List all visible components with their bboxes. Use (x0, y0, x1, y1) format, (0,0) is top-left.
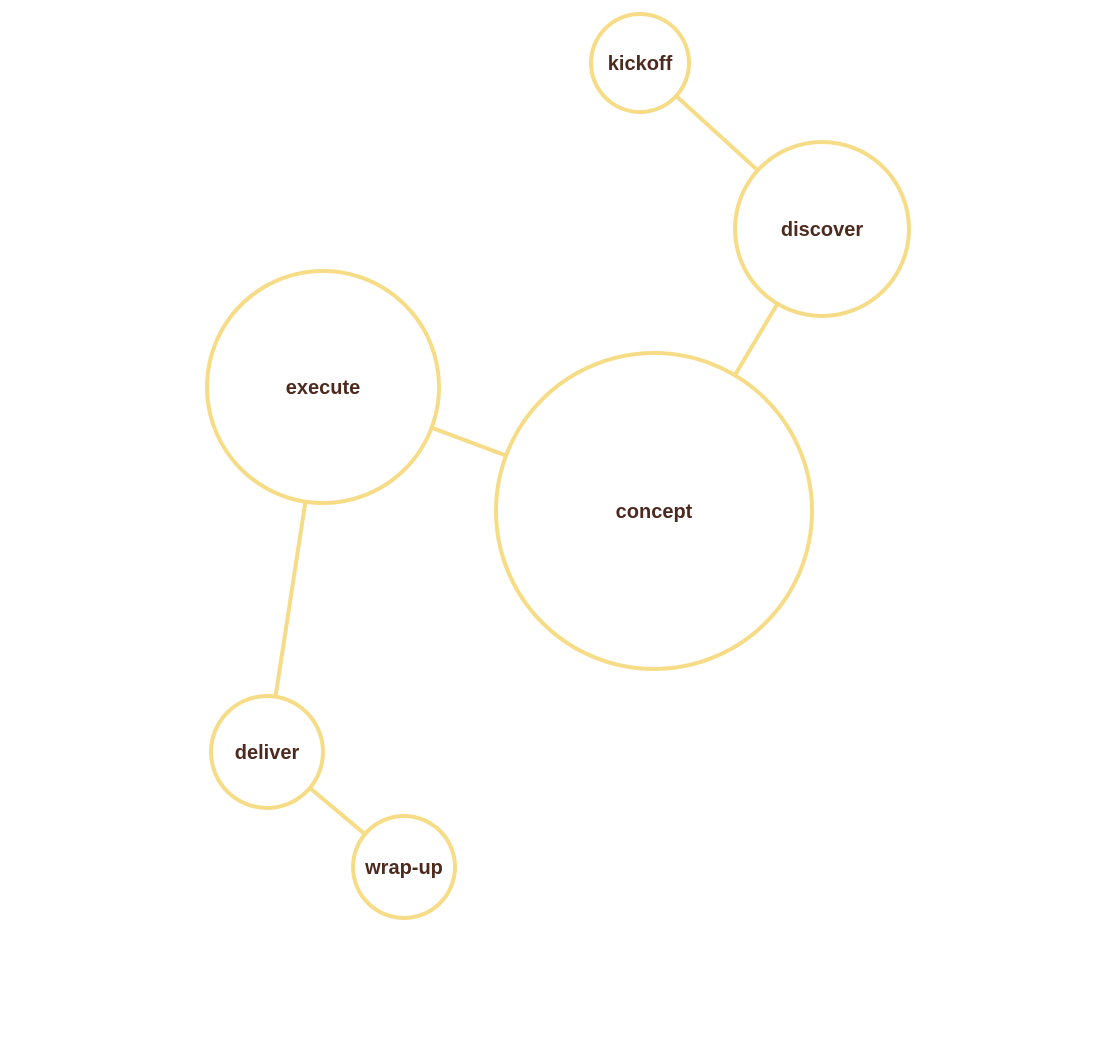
node-circle[interactable] (733, 140, 911, 318)
node-circle[interactable] (209, 694, 325, 810)
node-circle[interactable] (589, 12, 691, 114)
node-label: kickoff (608, 53, 673, 75)
nodes: kickoff discover concept execute deliver wrap… (205, 12, 911, 920)
node-wrap-up[interactable]: wrap-up (351, 814, 457, 920)
node-label: wrap-up (364, 857, 443, 879)
node-circle[interactable] (494, 351, 814, 671)
node-discover[interactable]: discover (733, 140, 911, 318)
node-label: deliver (235, 742, 300, 764)
node-execute[interactable]: execute (205, 269, 441, 505)
node-circle[interactable] (351, 814, 457, 920)
node-label: discover (781, 219, 863, 241)
node-label: concept (616, 501, 693, 523)
node-concept[interactable]: concept (494, 351, 814, 671)
node-circle[interactable] (205, 269, 441, 505)
node-kickoff[interactable]: kickoff (589, 12, 691, 114)
node-deliver[interactable]: deliver (209, 694, 325, 810)
node-label: execute (286, 377, 361, 399)
